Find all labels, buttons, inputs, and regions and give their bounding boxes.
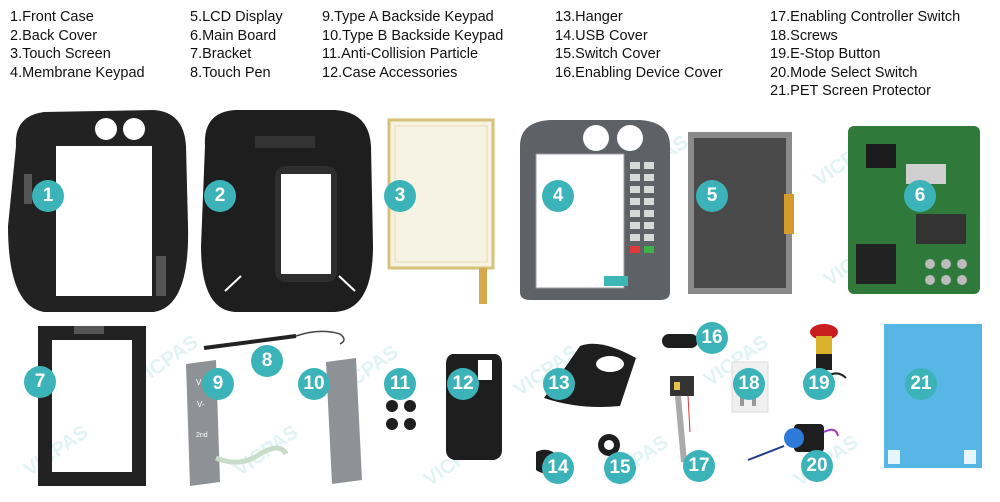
legend-lcd-display: 5.LCD Display bbox=[190, 9, 283, 25]
legend-touch-pen: 8.Touch Pen bbox=[190, 64, 271, 81]
badge-4: 4 bbox=[542, 180, 574, 212]
badge-12: 12 bbox=[447, 368, 479, 400]
legend-estop: 19.E-Stop Button bbox=[770, 46, 881, 63]
front-case-image bbox=[4, 106, 190, 316]
badge-15: 15 bbox=[604, 452, 636, 484]
badge-21: 21 bbox=[905, 368, 937, 400]
legend-screws: 18.Screws bbox=[770, 27, 838, 44]
legend-pet-protector: 21.PET Screen Protector bbox=[770, 83, 931, 100]
badge-3: 3 bbox=[384, 180, 416, 212]
legend-bracket: 7.Bracket bbox=[190, 46, 252, 63]
membrane-keypad-image bbox=[510, 116, 674, 302]
badge-13: 13 bbox=[543, 368, 575, 400]
badge-2: 2 bbox=[204, 180, 236, 212]
legend-main-board: 6.Main Board bbox=[190, 27, 277, 44]
keypad-label-2nd: 2nd bbox=[196, 432, 208, 439]
legend-case-accessories: 12.Case Accessories bbox=[322, 64, 458, 81]
mode-select-switch-image bbox=[744, 416, 840, 472]
legend-switch-cover: 15.Switch Cover bbox=[555, 46, 661, 63]
legend-column-4: 13.Hanger 14.USB Cover 15.Switch Cover 1… bbox=[555, 8, 723, 82]
badge-17: 17 bbox=[683, 450, 715, 482]
badge-10: 10 bbox=[298, 368, 330, 400]
switch-cover-image bbox=[596, 432, 622, 458]
anti-collision-image bbox=[384, 398, 420, 434]
touch-pen-image bbox=[200, 326, 350, 354]
legend-column-3: 9.Type A Backside Keypad 10.Type B Backs… bbox=[322, 8, 503, 82]
badge-6: 6 bbox=[904, 180, 936, 212]
bracket-image bbox=[34, 322, 150, 490]
pet-screen-protector-image bbox=[882, 322, 984, 470]
legend-front-case: 1.Front Case bbox=[10, 9, 94, 25]
badge-5: 5 bbox=[696, 180, 728, 212]
badge-18: 18 bbox=[733, 368, 765, 400]
legend-enabling-switch: 17.Enabling Controller Switch bbox=[770, 9, 961, 25]
badge-1: 1 bbox=[32, 180, 64, 212]
main-board-image bbox=[846, 124, 982, 296]
badge-14: 14 bbox=[542, 452, 574, 484]
legend-back-cover: 2.Back Cover bbox=[10, 27, 98, 44]
back-cover-image bbox=[195, 106, 377, 314]
type-a-keypad-image: V+ V- 2nd bbox=[180, 358, 290, 488]
badge-16: 16 bbox=[696, 322, 728, 354]
legend-membrane-keypad: 4.Membrane Keypad bbox=[10, 64, 145, 81]
legend-usb-cover: 14.USB Cover bbox=[555, 27, 648, 44]
badge-11: 11 bbox=[384, 368, 416, 400]
legend-column-5: 17.Enabling Controller Switch 18.Screws … bbox=[770, 8, 960, 101]
keypad-label-v-plus: V+ bbox=[196, 378, 207, 387]
legend-touch-screen: 3.Touch Screen bbox=[10, 46, 111, 63]
legend-hanger: 13.Hanger bbox=[555, 9, 623, 25]
legend-enabling-device-cover: 16.Enabling Device Cover bbox=[555, 64, 723, 81]
badge-19: 19 bbox=[803, 368, 835, 400]
legend-mode-select: 20.Mode Select Switch bbox=[770, 64, 918, 81]
legend-type-a-keypad: 9.Type A Backside Keypad bbox=[322, 9, 494, 25]
case-accessories-image bbox=[444, 350, 504, 462]
badge-7: 7 bbox=[24, 366, 56, 398]
legend-column-2: 5.LCD Display 6.Main Board 7.Bracket 8.T… bbox=[190, 8, 283, 82]
touch-screen-image bbox=[385, 116, 497, 306]
legend-type-b-keypad: 10.Type B Backside Keypad bbox=[322, 27, 504, 44]
legend-column-1: 1.Front Case 2.Back Cover 3.Touch Screen… bbox=[10, 8, 145, 82]
keypad-label-v-minus: V- bbox=[197, 400, 205, 409]
enabling-device-cover-image bbox=[660, 330, 700, 352]
badge-9: 9 bbox=[202, 368, 234, 400]
lcd-display-image bbox=[686, 130, 794, 296]
type-b-keypad-image bbox=[322, 356, 364, 486]
legend-anti-collision: 11.Anti-Collision Particle bbox=[322, 46, 479, 63]
badge-20: 20 bbox=[801, 450, 833, 482]
enabling-switch-image bbox=[662, 372, 702, 472]
badge-8: 8 bbox=[251, 345, 283, 377]
